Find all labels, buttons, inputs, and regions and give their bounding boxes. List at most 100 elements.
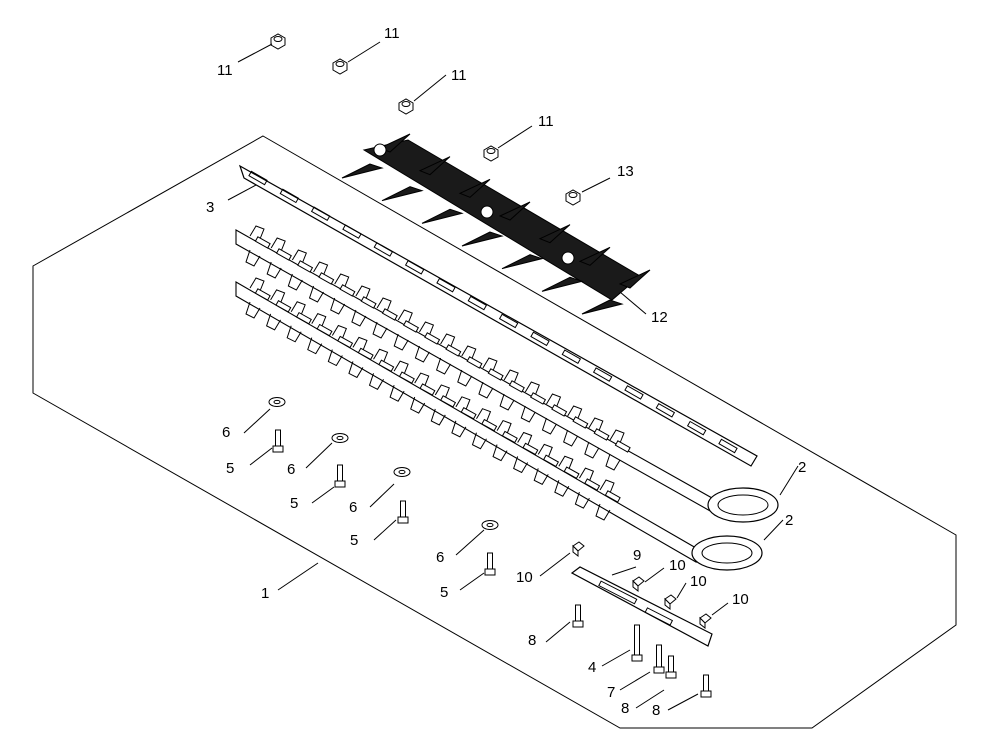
- washer-6-a-hole: [273, 399, 281, 405]
- blade-slot: [378, 359, 395, 372]
- bar-slot: [592, 367, 613, 382]
- part-2-upper-blade: [235, 229, 779, 523]
- guard-tooth-up: [418, 156, 451, 176]
- bar-slot: [467, 295, 488, 311]
- blade-tooth: [435, 357, 452, 375]
- guard-tooth-down: [381, 186, 424, 202]
- blade-slot: [604, 490, 621, 503]
- blade-slot: [530, 392, 547, 405]
- bar-slot: [404, 260, 425, 275]
- bolt-5-a-shank: [275, 429, 281, 447]
- nut-13-hole: [568, 192, 578, 198]
- blade-slot: [254, 288, 271, 301]
- leader-line: [667, 693, 699, 711]
- leader-line: [545, 621, 571, 643]
- bolt-5-d-shank: [487, 552, 493, 570]
- callout-6b: 6: [287, 461, 295, 478]
- callout-6c: 6: [349, 499, 357, 516]
- guard-tooth-down: [341, 163, 384, 179]
- bar-slot: [624, 385, 644, 400]
- blade-tooth: [605, 453, 621, 471]
- square-nut-10-b-side: [632, 579, 639, 593]
- leader-line: [369, 483, 395, 508]
- nut-11-c-hole: [401, 101, 411, 107]
- blade-slot: [424, 332, 441, 345]
- bolt-8-a-head: [572, 620, 584, 628]
- blade-tooth: [478, 381, 494, 399]
- leader-line: [581, 177, 611, 193]
- blade-slot: [584, 478, 601, 491]
- leader-line: [779, 465, 799, 496]
- blade-slot: [593, 428, 610, 441]
- bolt-8-b-shank: [668, 655, 674, 673]
- bolt-8-a-shank: [575, 604, 581, 622]
- leader-line: [635, 689, 665, 709]
- blade-tooth: [331, 324, 348, 339]
- bar-slot: [310, 206, 331, 222]
- leader-line: [373, 519, 397, 541]
- blade-tooth: [482, 357, 498, 372]
- bolt-5-b-head: [334, 480, 346, 488]
- bar-slot: [498, 313, 519, 329]
- bar-slot: [561, 349, 582, 364]
- guard-tooth-up: [618, 269, 651, 289]
- callout-11c: 11: [451, 67, 467, 84]
- leader-line: [237, 43, 273, 63]
- blade-tooth: [376, 297, 392, 312]
- leader-line: [539, 552, 571, 577]
- hardware-group: [268, 33, 712, 698]
- blade-slot: [551, 404, 568, 417]
- blade-slot: [316, 323, 333, 337]
- callout-5d: 5: [440, 584, 448, 601]
- blade-tooth: [245, 249, 261, 267]
- blade-tooth: [533, 468, 549, 486]
- callout-8b: 8: [621, 700, 629, 717]
- washer-6-b: [331, 433, 349, 443]
- blade-tooth: [389, 385, 405, 402]
- blade-slot: [357, 347, 374, 361]
- leader-line: [249, 447, 273, 466]
- blade-slot: [419, 383, 436, 396]
- callout-11a: 11: [217, 62, 233, 79]
- callouts: 1 2 2 3 4 5 5 5 5 6 6 6 6 7 8 8 8 9 10 1…: [206, 25, 806, 719]
- bolt-5-a-head: [272, 445, 284, 453]
- blade-slot: [360, 296, 377, 309]
- leader-line: [347, 41, 381, 63]
- guard-tooth-up: [538, 224, 571, 244]
- blade-tooth: [351, 309, 367, 327]
- blade-tooth: [595, 503, 611, 521]
- washer-6-d: [481, 520, 499, 530]
- blade-tooth: [334, 273, 350, 288]
- blade-tooth: [355, 285, 371, 300]
- bar-slot: [279, 188, 300, 204]
- blade-tooth: [451, 420, 467, 438]
- blade-tooth: [496, 419, 512, 434]
- blade-tooth: [372, 321, 388, 339]
- blade-slot: [254, 236, 271, 249]
- leader-line: [763, 519, 784, 541]
- square-nut-10-c-side: [664, 597, 671, 611]
- blade-slot: [460, 407, 477, 420]
- blade-tooth: [517, 431, 533, 446]
- callout-10c: 10: [690, 573, 707, 590]
- guard-tooth-down: [501, 254, 544, 270]
- callout-12: 12: [651, 309, 668, 326]
- blade-tooth: [414, 372, 430, 387]
- blade-tooth: [393, 360, 409, 375]
- callout-11b: 11: [384, 25, 400, 42]
- blade-tooth: [307, 337, 323, 355]
- guard-tooth-up: [578, 246, 611, 266]
- blade-tooth: [513, 456, 529, 474]
- nut-11-a-hole: [273, 36, 283, 42]
- blade-tooth: [558, 455, 574, 470]
- blade-tooth: [397, 309, 413, 324]
- blade-tooth: [599, 479, 615, 494]
- leader-line: [459, 572, 485, 591]
- blade-tooth: [588, 417, 604, 432]
- callout-2-upper: 2: [798, 459, 806, 476]
- blade-tooth: [270, 237, 286, 252]
- callout-7: 7: [607, 684, 615, 701]
- blade-tooth: [434, 384, 450, 399]
- bar-slot: [655, 402, 676, 418]
- leader-line: [711, 602, 729, 616]
